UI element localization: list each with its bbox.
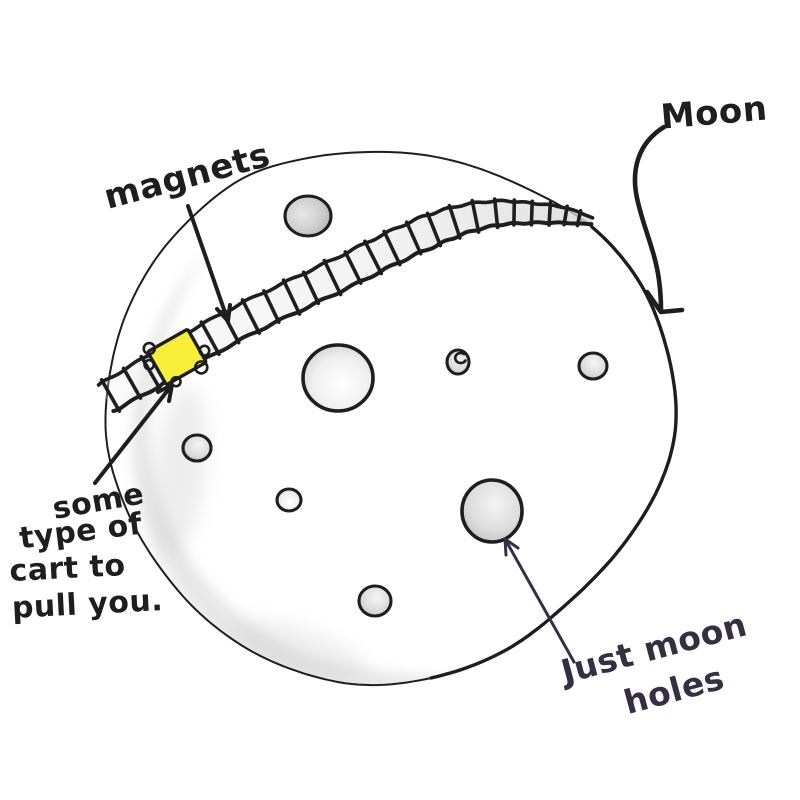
cart-wheel-loop <box>193 360 209 375</box>
moon-holes-label: Just moon holes <box>555 604 751 722</box>
cart-body <box>146 328 208 386</box>
track-rung <box>492 197 500 230</box>
moon-hole-arrow <box>503 537 576 664</box>
cart-arrow <box>93 383 174 485</box>
track-rung <box>281 278 302 316</box>
shading-patch-bottom <box>233 619 367 681</box>
track-rung <box>404 220 423 256</box>
track-rung <box>262 289 281 325</box>
track-rung <box>470 198 481 234</box>
cart-wheel-loop <box>142 341 157 356</box>
moon-hole <box>283 194 333 238</box>
moon-holes-group <box>181 194 609 618</box>
track-rung <box>240 298 262 335</box>
moon-hole <box>577 351 609 381</box>
moon-label: Moon <box>659 88 769 137</box>
cart-note-label: some type of cart to pull you. <box>9 476 164 626</box>
cart-wheel-loop <box>143 358 156 371</box>
crater-curl-detail <box>453 351 467 365</box>
track-rung <box>425 211 443 248</box>
track-rung <box>99 377 122 413</box>
track-rung <box>322 258 343 297</box>
cart-wheel-loop <box>198 344 211 357</box>
shading-patch-left <box>152 385 208 555</box>
moon-hole <box>301 343 375 413</box>
cart-note-line: type of <box>18 507 145 557</box>
track-rung <box>447 203 462 240</box>
moon-pencil-shading <box>131 250 462 686</box>
moon-arrow <box>632 124 685 315</box>
moon-hole <box>460 478 524 544</box>
annotation-arrows <box>93 124 685 664</box>
magnets-arrow <box>186 204 232 323</box>
cart <box>142 328 211 388</box>
track-rung <box>343 250 363 285</box>
track-rung <box>121 366 143 400</box>
track-rung <box>382 229 402 267</box>
cart-note-line: pull you. <box>11 583 164 626</box>
moon-outline-group <box>104 150 678 687</box>
moon-hole <box>181 433 213 463</box>
moon-hole <box>275 487 303 513</box>
cart-note-line: cart to <box>9 548 127 589</box>
track-rung <box>363 239 384 276</box>
moon-hole <box>357 584 393 618</box>
moon-outline-bold <box>429 225 678 680</box>
track-rung <box>301 270 321 306</box>
track-rung <box>199 320 221 357</box>
